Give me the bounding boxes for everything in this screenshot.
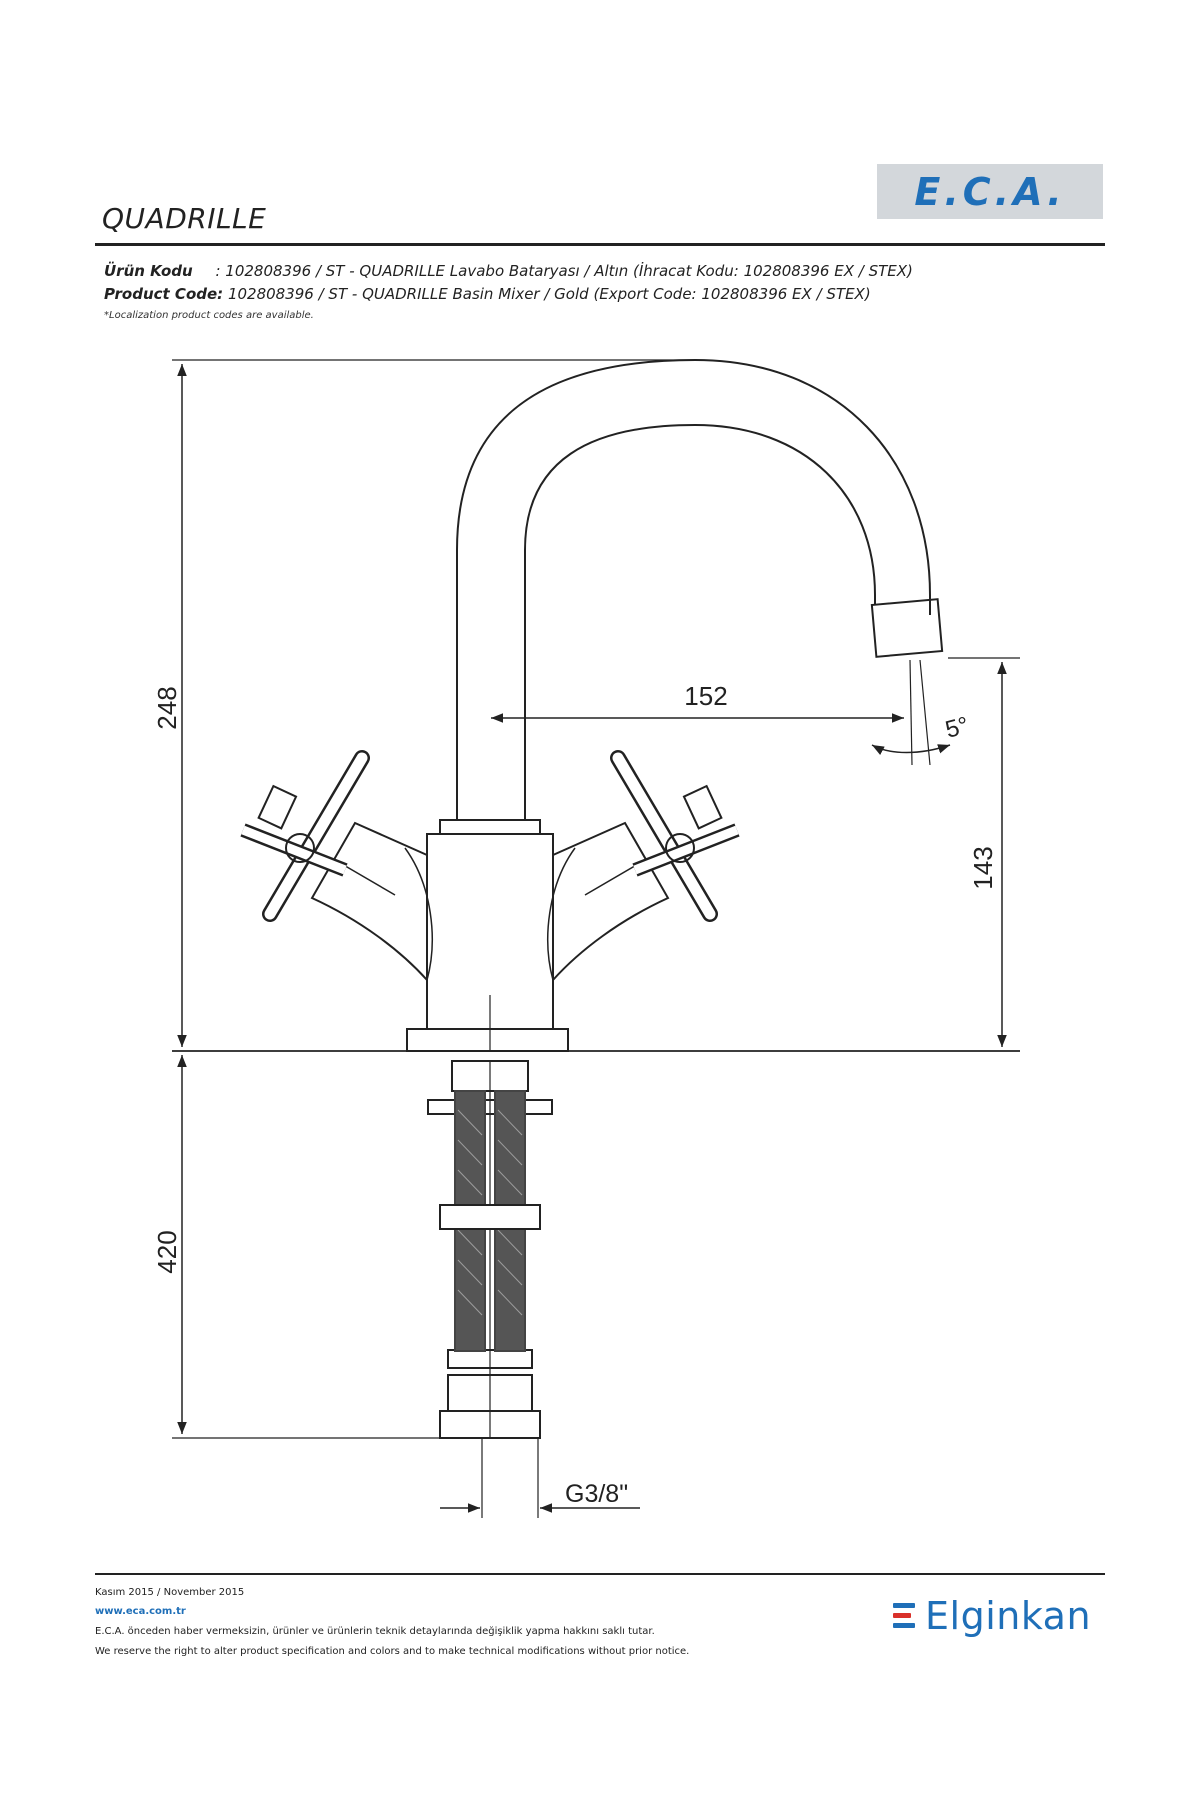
product-code-tr-value: : 102808396 / ST - QUADRILLE Lavabo Bata… — [215, 262, 913, 280]
product-code-en: Product Code: 102808396 / ST - QUADRILLE… — [104, 285, 871, 303]
footer-disclaimer-tr: E.C.A. önceden haber vermeksizin, ürünle… — [95, 1626, 655, 1637]
localization-note: *Localization product codes are availabl… — [104, 310, 314, 321]
eca-logo: E.C.A. — [877, 164, 1103, 219]
product-code-tr-label: Ürün Kodu — [104, 262, 193, 280]
dim-total-height: 248 — [152, 686, 182, 729]
elginkan-logo: Elginkan — [893, 1594, 1091, 1638]
footer-website-link[interactable]: www.eca.com.tr — [95, 1606, 186, 1617]
footer-disclaimer-en: We reserve the right to alter product sp… — [95, 1646, 690, 1657]
dim-spout-height: 143 — [968, 846, 998, 889]
elginkan-logo-text: Elginkan — [925, 1594, 1092, 1638]
dim-connection: G3/8" — [565, 1480, 628, 1508]
dim-hose-length: 420 — [152, 1230, 182, 1273]
dim-spout-angle: 5° — [943, 712, 972, 744]
header-divider — [95, 243, 1105, 246]
product-code-en-value: 102808396 / ST - QUADRILLE Basin Mixer /… — [227, 285, 871, 303]
page-title: QUADRILLE — [102, 202, 267, 235]
dim-spout-reach: 152 — [684, 681, 727, 711]
technical-drawing: 248 420 143 152 5° G3/8" — [152, 358, 1020, 1518]
footer-divider — [95, 1573, 1105, 1575]
product-code-en-label: Product Code: — [104, 285, 224, 303]
elginkan-mark-icon — [893, 1601, 917, 1631]
product-code-tr: Ürün Kodu : 102808396 / ST - QUADRILLE L… — [104, 262, 913, 280]
footer-date: Kasım 2015 / November 2015 — [95, 1587, 245, 1598]
eca-logo-text: E.C.A. — [914, 169, 1066, 214]
